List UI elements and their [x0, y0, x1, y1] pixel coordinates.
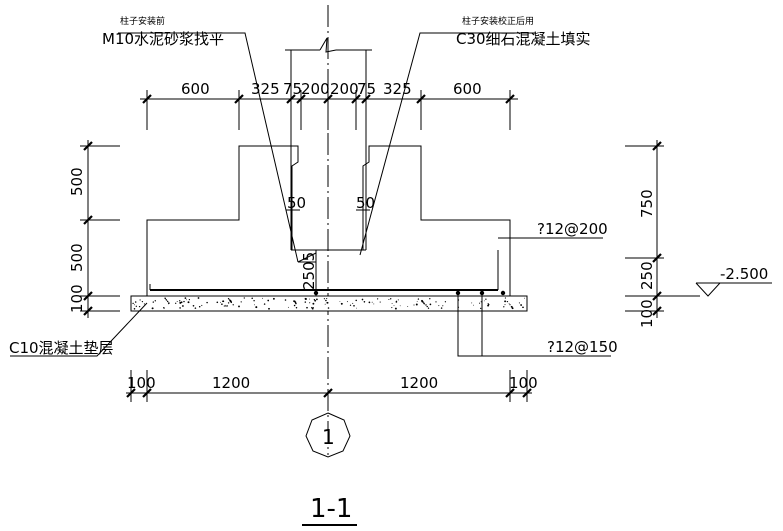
elevation-label: -2.500	[720, 265, 768, 283]
mortar-note: M10水泥砂浆找平	[102, 30, 224, 48]
top-dim-label: 600	[181, 80, 210, 98]
left-dimension-chain: 500 500 100	[68, 140, 120, 318]
cushion-note: C10混凝土垫层	[9, 339, 114, 357]
top-dim-label: 200	[330, 80, 359, 98]
top-dim-label: 325	[383, 80, 412, 98]
top-dim-label: 325	[251, 80, 280, 98]
bottom-dim-label: 1200	[400, 374, 438, 392]
leader-lines	[10, 32, 611, 357]
section-title-text: 1-1	[310, 494, 352, 524]
left-dim-label: 500	[68, 243, 86, 272]
anchor-bolt-note: 柱子安装前	[120, 15, 165, 27]
top-dim-label: 75	[357, 80, 376, 98]
dim-50-left: 50	[287, 194, 306, 212]
elevation-mark: -2.500	[664, 265, 772, 297]
column-install-note: 柱子安装校正后用	[462, 15, 534, 27]
rebar-dots	[313, 290, 506, 296]
bottom-dimension-chain: 100 1200 1200 100	[126, 370, 538, 402]
top-dim-label: 200	[301, 80, 330, 98]
rebar-top-note: ?12@200	[537, 220, 608, 238]
right-dim-label: 250	[638, 261, 656, 290]
bottom-dim-label: 1200	[212, 374, 250, 392]
right-dim-label: 100	[638, 299, 656, 328]
axis-label: 1	[322, 425, 335, 449]
top-dimension-chain: 600 325 75 200 200 75 325 600	[140, 80, 518, 130]
section-title: 1-1	[302, 494, 357, 526]
dim-50-right: 50	[356, 194, 375, 212]
concrete-cushion	[130, 295, 528, 312]
foundation-outline	[146, 145, 511, 296]
bottom-dim-label: 100	[509, 374, 538, 392]
left-dim-label: 500	[68, 167, 86, 196]
dim-2505: 2505	[300, 252, 318, 290]
left-dim-label: 100	[68, 284, 86, 313]
axis-bubble: 1	[305, 412, 351, 458]
concrete-fill-note: C30细石混凝土填实	[456, 30, 591, 48]
top-dim-label: 75	[283, 80, 302, 98]
bottom-dim-label: 100	[127, 374, 156, 392]
rebar-bottom-note: ?12@150	[547, 338, 618, 356]
right-dim-label: 750	[638, 189, 656, 218]
right-dimension-chain: 750 250 100	[625, 140, 664, 328]
top-dim-label: 600	[453, 80, 482, 98]
